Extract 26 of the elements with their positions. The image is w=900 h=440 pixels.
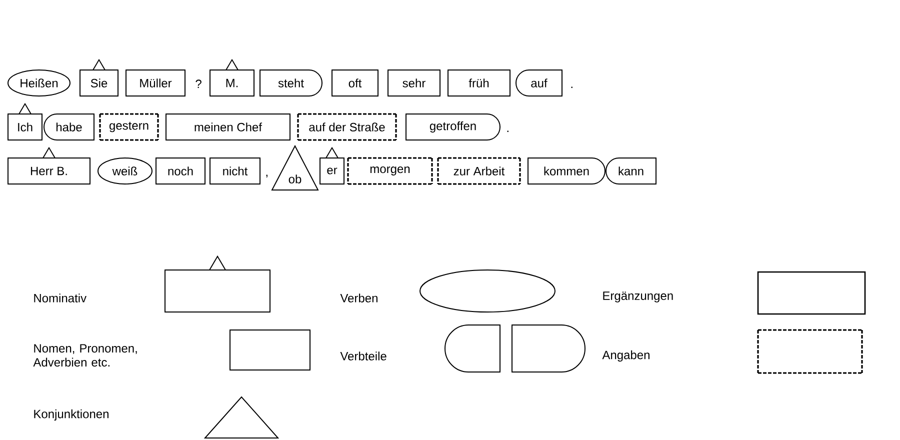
word-box: nicht: [210, 158, 260, 184]
adjunct-box: morgen: [347, 157, 433, 185]
legend-label: Verbteile: [340, 352, 386, 360]
legend-label: Verben: [340, 294, 378, 302]
nominative-box: er: [320, 146, 344, 184]
word-box: noch: [156, 158, 206, 184]
nominative-box: Ich: [8, 102, 42, 140]
adjunct-box: gestern: [99, 113, 159, 141]
word-box: oft: [332, 70, 378, 96]
word-box: Müller: [126, 70, 186, 96]
legend-label: Angaben: [602, 350, 650, 362]
legend-label: Konjunktionen: [34, 409, 108, 421]
word-box: meinen Chef: [166, 114, 290, 140]
nominative-box: Sie: [80, 58, 118, 96]
legend-label: Nomen, Pronomen, Adverbien etc.: [33, 344, 137, 367]
punctuation-mark: ?: [196, 80, 202, 88]
nominative-box: Herr B.: [8, 146, 90, 184]
word-box: sehr: [388, 70, 440, 96]
adjunct-box: auf der Straße: [297, 113, 397, 141]
nominative-box: M.: [210, 58, 254, 96]
punctuation-mark: .: [507, 130, 508, 132]
legend-label: Nominativ: [34, 294, 86, 302]
word-box: früh: [448, 70, 510, 96]
punctuation-mark: ,: [266, 174, 268, 178]
legend-label: Ergänzungen: [603, 292, 673, 302]
adjunct-box: zur Arbeit: [437, 157, 521, 185]
